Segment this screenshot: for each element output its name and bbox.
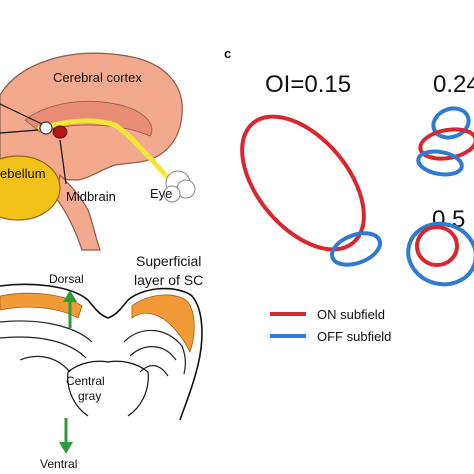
pointer-line-1: [0, 103, 43, 125]
superficial-label-line-2: layer of SC: [134, 272, 203, 288]
midbrain-label: Midbrain: [66, 189, 116, 204]
overlap-index-label-1: OI=0.15: [265, 71, 351, 98]
pointer-line-2: [0, 129, 39, 134]
brainstem-shape: [55, 173, 101, 251]
superficial-label-line-1: Superficial: [136, 253, 201, 269]
off-subfield-ellipse: [406, 221, 474, 287]
sc-inner-layer-lines: [0, 320, 186, 377]
cerebellum-shape: [0, 155, 61, 221]
overlap-panel: c OI=0.15 0.24 0.5 ON subfield OFF subfi…: [224, 46, 474, 344]
on-subfield-ellipse: [240, 114, 366, 252]
midbrain-pointer-line: [59, 139, 67, 185]
sc-superficial-layer-left: [0, 292, 83, 319]
eye-label: Eye: [150, 186, 172, 201]
cerebellum-label: ebellum: [0, 166, 46, 181]
eye-icon: [163, 170, 196, 203]
sc-outline: [0, 283, 203, 421]
brain-panel: Cerebral cortex ebellum Midbrain Eye: [0, 52, 196, 251]
overlap-index-label-2: 0.24: [433, 71, 474, 98]
off-subfield-ellipse: [330, 231, 382, 267]
overlap-example-2: [416, 106, 474, 177]
sc-section-panel: Dorsal Superficial layer of SC Central g…: [0, 253, 203, 471]
optic-tract-line: [37, 118, 171, 181]
dorsal-label: Dorsal: [49, 272, 84, 286]
legend-label-off: OFF subfield: [317, 329, 391, 344]
on-subfield-ellipse: [415, 225, 459, 267]
off-subfield-ellipse: [431, 106, 471, 140]
overlap-example-3: [406, 221, 474, 287]
legend-label-on: ON subfield: [317, 307, 385, 322]
sc-superficial-layer-right: [131, 294, 195, 354]
central-gray-outline: [67, 360, 149, 417]
cerebral-cortex-label: Cerebral cortex: [53, 70, 142, 85]
central-gray-label-line-2: gray: [78, 389, 101, 403]
thalamus-marker: [39, 121, 53, 135]
off-subfield-ellipse: [416, 149, 464, 177]
ventral-label: Ventral: [40, 457, 77, 471]
overlap-example-1: [240, 114, 382, 267]
central-gray-label-line-1: Central: [66, 374, 105, 388]
superior-colliculus-marker: [52, 125, 68, 139]
ventral-arrow-icon: [59, 418, 73, 454]
subfield-legend: ON subfield OFF subfield: [270, 307, 391, 344]
dorsal-arrow-icon: [63, 290, 77, 328]
on-subfield-ellipse: [418, 127, 474, 161]
panel-letter-c: c: [224, 46, 231, 61]
